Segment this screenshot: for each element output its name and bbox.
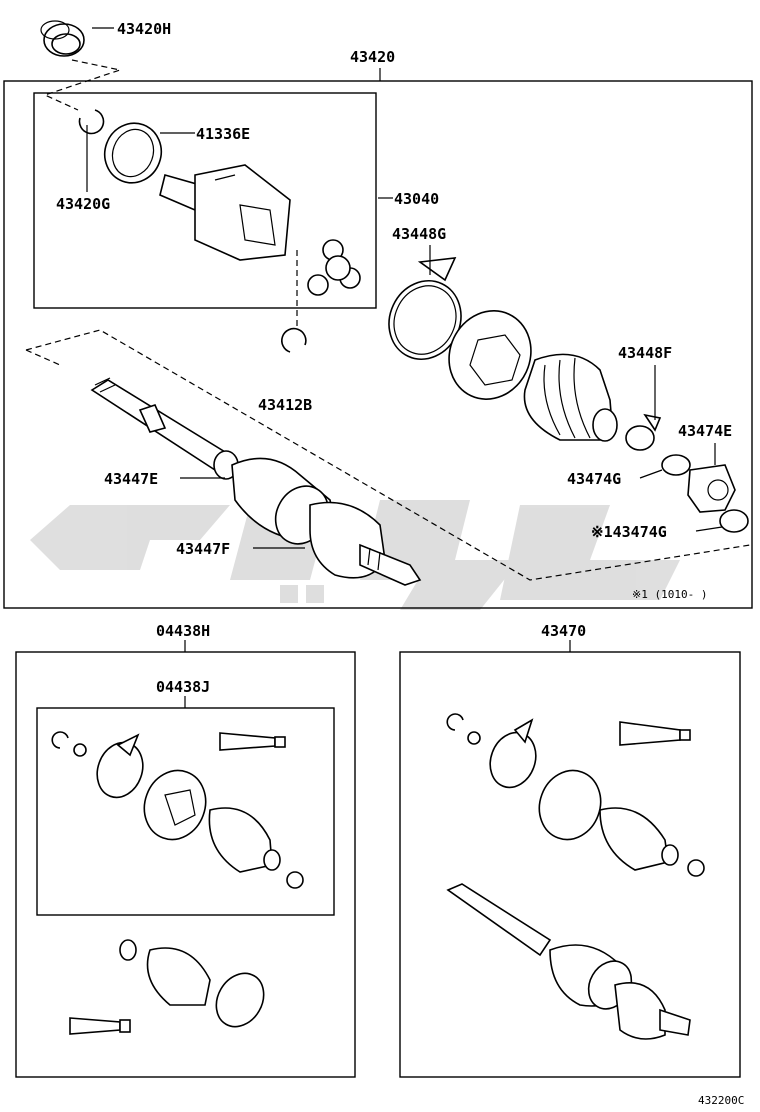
- figure-code: 432200C: [698, 1094, 744, 1107]
- label-43474G: 43474G: [567, 470, 621, 488]
- label-43470: 43470: [541, 622, 586, 640]
- bellows-boot: [523, 353, 618, 442]
- label-04438J: 04438J: [156, 678, 210, 696]
- label-41336E: 41336E: [196, 125, 250, 143]
- kit-04438J-parts: [51, 731, 304, 889]
- inner-boot: [448, 310, 532, 400]
- kit-04438H-parts: [69, 939, 265, 1035]
- drive-shaft: [90, 377, 422, 586]
- label-43448F: 43448F: [618, 344, 672, 362]
- label-43447E: 43447E: [104, 470, 158, 488]
- kit-04438H-frame: [15, 651, 356, 1078]
- clamp-43474G-alt: [719, 509, 749, 533]
- joint-housing-43040: [159, 164, 291, 261]
- label-43420H: 43420H: [117, 20, 171, 38]
- seal-43420H: [40, 20, 85, 57]
- assembly-43420-frame: [3, 80, 753, 609]
- clamp-43474G: [661, 454, 691, 476]
- assembly-43040-frame: [33, 92, 377, 309]
- tripod-joint: [307, 239, 361, 296]
- boot-band-43448F: [625, 413, 662, 451]
- damper-43474E: [687, 464, 736, 513]
- label-43420G: 43420G: [56, 195, 110, 213]
- label-43474G-note: ※143474G: [591, 523, 667, 541]
- label-43412B: 43412B: [258, 396, 312, 414]
- boot-band-43448G: [388, 257, 462, 360]
- kit-43470-parts: [446, 713, 705, 1040]
- link-43420H: [43, 59, 123, 111]
- snap-ring-43412B: [281, 327, 307, 353]
- shaft-envelope: [25, 329, 751, 581]
- snap-ring-43420G: [78, 109, 105, 135]
- label-43474E: 43474E: [678, 422, 732, 440]
- label-43447F: 43447F: [176, 540, 230, 558]
- ring-41336E: [103, 122, 163, 184]
- label-43420: 43420: [350, 48, 395, 66]
- label-04438H: 04438H: [156, 622, 210, 640]
- label-43040: 43040: [394, 190, 439, 208]
- note-label: ※1 (1010- ): [632, 588, 707, 601]
- label-43448G: 43448G: [392, 225, 446, 243]
